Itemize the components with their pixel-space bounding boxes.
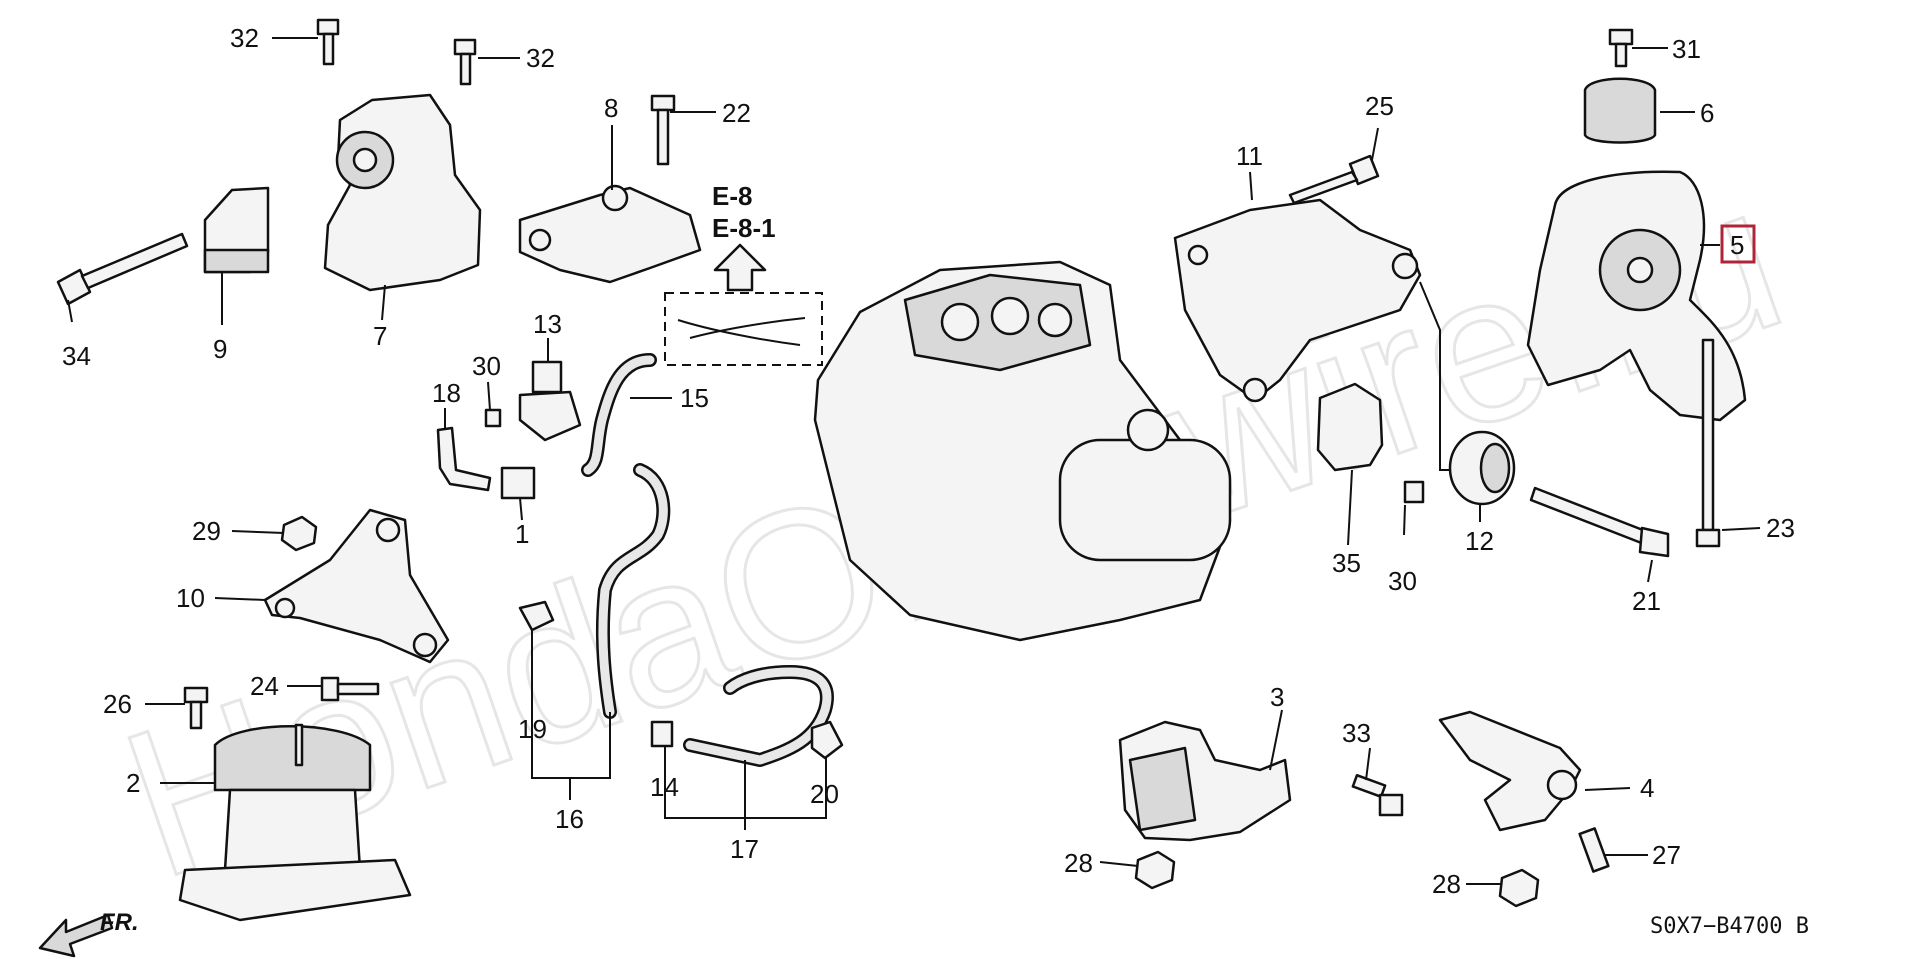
callout-30-a: 30 bbox=[472, 351, 501, 381]
hose-detail-icon bbox=[677, 317, 806, 346]
callout-1: 1 bbox=[515, 519, 529, 549]
callout-5: 5 bbox=[1730, 230, 1744, 260]
leader-lines bbox=[67, 37, 1761, 885]
bolt-23-icon bbox=[1695, 338, 1721, 548]
nut-28-a-icon bbox=[1134, 850, 1176, 890]
clip-19-icon bbox=[518, 600, 555, 632]
nut-28-b-icon bbox=[1498, 868, 1540, 908]
solenoid-valve-13-icon bbox=[518, 360, 582, 442]
callout-13: 13 bbox=[533, 309, 562, 339]
callout-16: 16 bbox=[555, 804, 584, 834]
long-bolt-34-icon bbox=[56, 232, 189, 306]
bushing-6-icon bbox=[1583, 77, 1657, 144]
bolt-32-a-icon bbox=[316, 18, 340, 66]
front-direction-arrow-icon bbox=[38, 913, 114, 958]
bracket-9-icon bbox=[203, 186, 270, 274]
connector-1-icon bbox=[500, 466, 536, 500]
callout-9: 9 bbox=[213, 334, 227, 364]
hose-15-icon bbox=[581, 353, 657, 477]
bracket-11-icon bbox=[1173, 198, 1422, 403]
bracket-18-icon bbox=[436, 426, 492, 492]
reference-detail-box bbox=[664, 292, 823, 366]
bolt-25-icon bbox=[1288, 154, 1380, 205]
reference-arrow-icon bbox=[713, 243, 767, 292]
callout-24: 24 bbox=[250, 671, 279, 701]
callout-7: 7 bbox=[373, 321, 387, 351]
callout-17: 17 bbox=[730, 834, 759, 864]
callout-14: 14 bbox=[650, 772, 679, 802]
callout-22: 22 bbox=[722, 98, 751, 128]
bracket-8-icon bbox=[518, 184, 702, 284]
callout-29: 29 bbox=[192, 516, 221, 546]
callout-20: 20 bbox=[810, 779, 839, 809]
callout-27: 27 bbox=[1652, 840, 1681, 870]
callout-32-b: 32 bbox=[526, 43, 555, 73]
hose-17-icon bbox=[683, 665, 834, 767]
long-bolt-21-icon bbox=[1529, 486, 1670, 558]
engine-mount-5-icon bbox=[1526, 170, 1747, 422]
callout-15: 15 bbox=[680, 383, 709, 413]
callout-5-highlight bbox=[1720, 224, 1756, 264]
bolt-24-icon bbox=[320, 676, 380, 702]
sensor-35-icon bbox=[1316, 382, 1384, 472]
callout-26: 26 bbox=[103, 689, 132, 719]
bushing-12-icon bbox=[1448, 430, 1516, 506]
engine-mount-2-icon bbox=[178, 723, 412, 922]
callout-8: 8 bbox=[604, 93, 618, 123]
reference-e8: E-8 bbox=[712, 181, 752, 211]
callout-10: 10 bbox=[176, 583, 205, 613]
callout-25: 25 bbox=[1365, 91, 1394, 121]
bolt-30-a-icon bbox=[484, 408, 502, 428]
callout-6: 6 bbox=[1700, 98, 1714, 128]
callout-19: 19 bbox=[518, 714, 547, 744]
callout-3: 3 bbox=[1270, 682, 1284, 712]
nut-29-icon bbox=[280, 515, 318, 552]
bolt-33-icon bbox=[1351, 773, 1404, 817]
engine-mount-3-icon bbox=[1118, 720, 1292, 842]
connector-14-icon bbox=[650, 720, 674, 748]
bolt-27-icon bbox=[1578, 827, 1610, 873]
callout-32-a: 32 bbox=[230, 23, 259, 53]
callout-34: 34 bbox=[62, 341, 91, 371]
bolt-31-icon bbox=[1608, 28, 1634, 68]
bracket-10-icon bbox=[263, 508, 450, 664]
hose-16-icon bbox=[595, 463, 671, 719]
callout-2: 2 bbox=[126, 768, 140, 798]
callout-28-a: 28 bbox=[1064, 848, 1093, 878]
callout-21: 21 bbox=[1632, 586, 1661, 616]
callout-33: 33 bbox=[1342, 718, 1371, 748]
callout-11: 11 bbox=[1236, 141, 1263, 171]
bolt-32-b-icon bbox=[453, 38, 477, 86]
bracket-4-icon bbox=[1438, 710, 1582, 832]
engine-mount-7-icon bbox=[323, 93, 482, 292]
reference-e8-1: E-8-1 bbox=[712, 213, 776, 243]
callout-30-b: 30 bbox=[1388, 566, 1417, 596]
callout-28-b: 28 bbox=[1432, 869, 1461, 899]
callout-4: 4 bbox=[1640, 773, 1654, 803]
front-direction-label: FR. bbox=[100, 909, 139, 936]
clip-20-icon bbox=[810, 720, 844, 760]
callout-31: 31 bbox=[1672, 34, 1701, 64]
callout-12: 12 bbox=[1465, 526, 1494, 556]
diagram-code: S0X7−B4700 B bbox=[1650, 914, 1809, 939]
callout-23: 23 bbox=[1766, 513, 1795, 543]
callout-35: 35 bbox=[1332, 548, 1361, 578]
bolt-22-icon bbox=[650, 94, 676, 166]
callout-18: 18 bbox=[432, 378, 461, 408]
bolt-30-b-icon bbox=[1403, 480, 1425, 504]
engine-icon bbox=[813, 260, 1232, 642]
bolt-26-icon bbox=[183, 686, 209, 730]
